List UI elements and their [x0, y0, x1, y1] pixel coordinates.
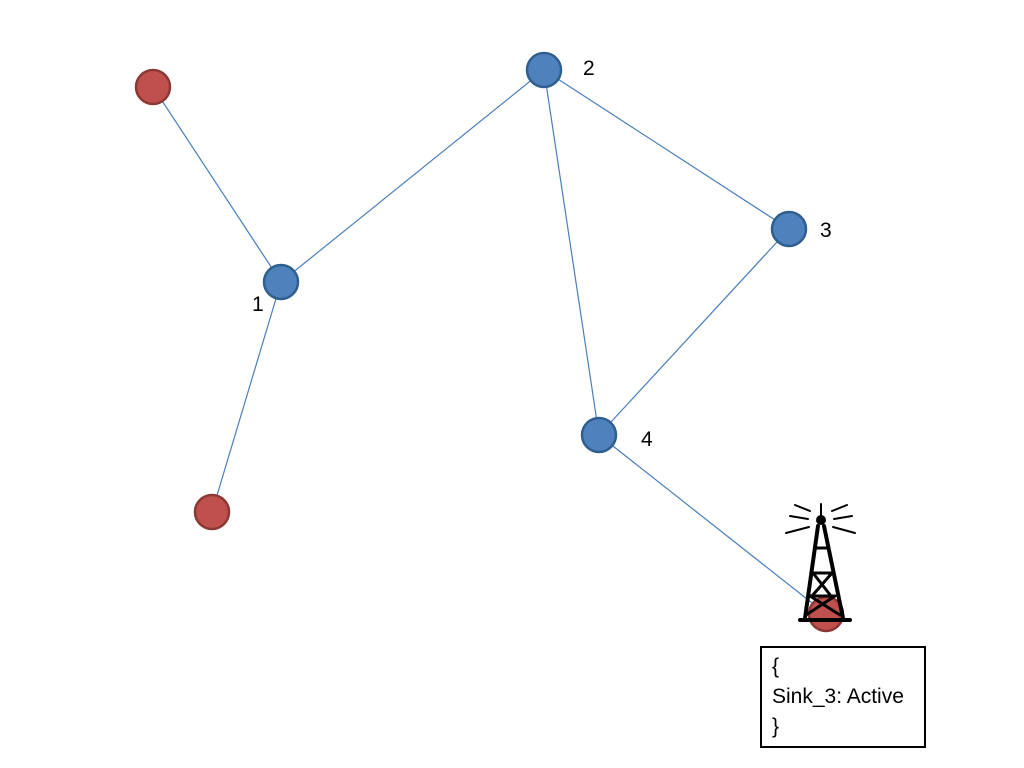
edge-n4-sink	[598, 434, 827, 615]
node-label-n2: 2	[583, 57, 595, 80]
red-node-r2	[193, 493, 231, 531]
radio-tower-icon	[785, 503, 856, 622]
edge-n1-n2	[280, 69, 545, 283]
edge-n2-n3	[543, 69, 790, 230]
node-label-n4: 4	[641, 428, 653, 451]
edge-n3-n4	[598, 228, 790, 436]
node-label-n1: 1	[252, 293, 264, 316]
status-close-brace: }	[772, 715, 780, 738]
blue-node-n4	[580, 416, 618, 454]
blue-node-n2	[525, 51, 563, 89]
edge-n2-n4	[543, 69, 600, 436]
blue-node-n3	[770, 210, 808, 248]
sink-status-box: { Sink_3: Active }	[760, 646, 926, 748]
edge-r1-n1	[152, 86, 282, 283]
red-node-r1	[134, 68, 172, 106]
blue-node-n1	[262, 263, 300, 301]
edge-n1-r2	[211, 281, 282, 513]
status-sink-line: Sink_3: Active	[772, 685, 904, 708]
nodes: 1 2 3 4	[134, 51, 845, 633]
status-open-brace: {	[772, 655, 780, 678]
node-label-n3: 3	[820, 219, 832, 242]
edges	[152, 69, 827, 615]
